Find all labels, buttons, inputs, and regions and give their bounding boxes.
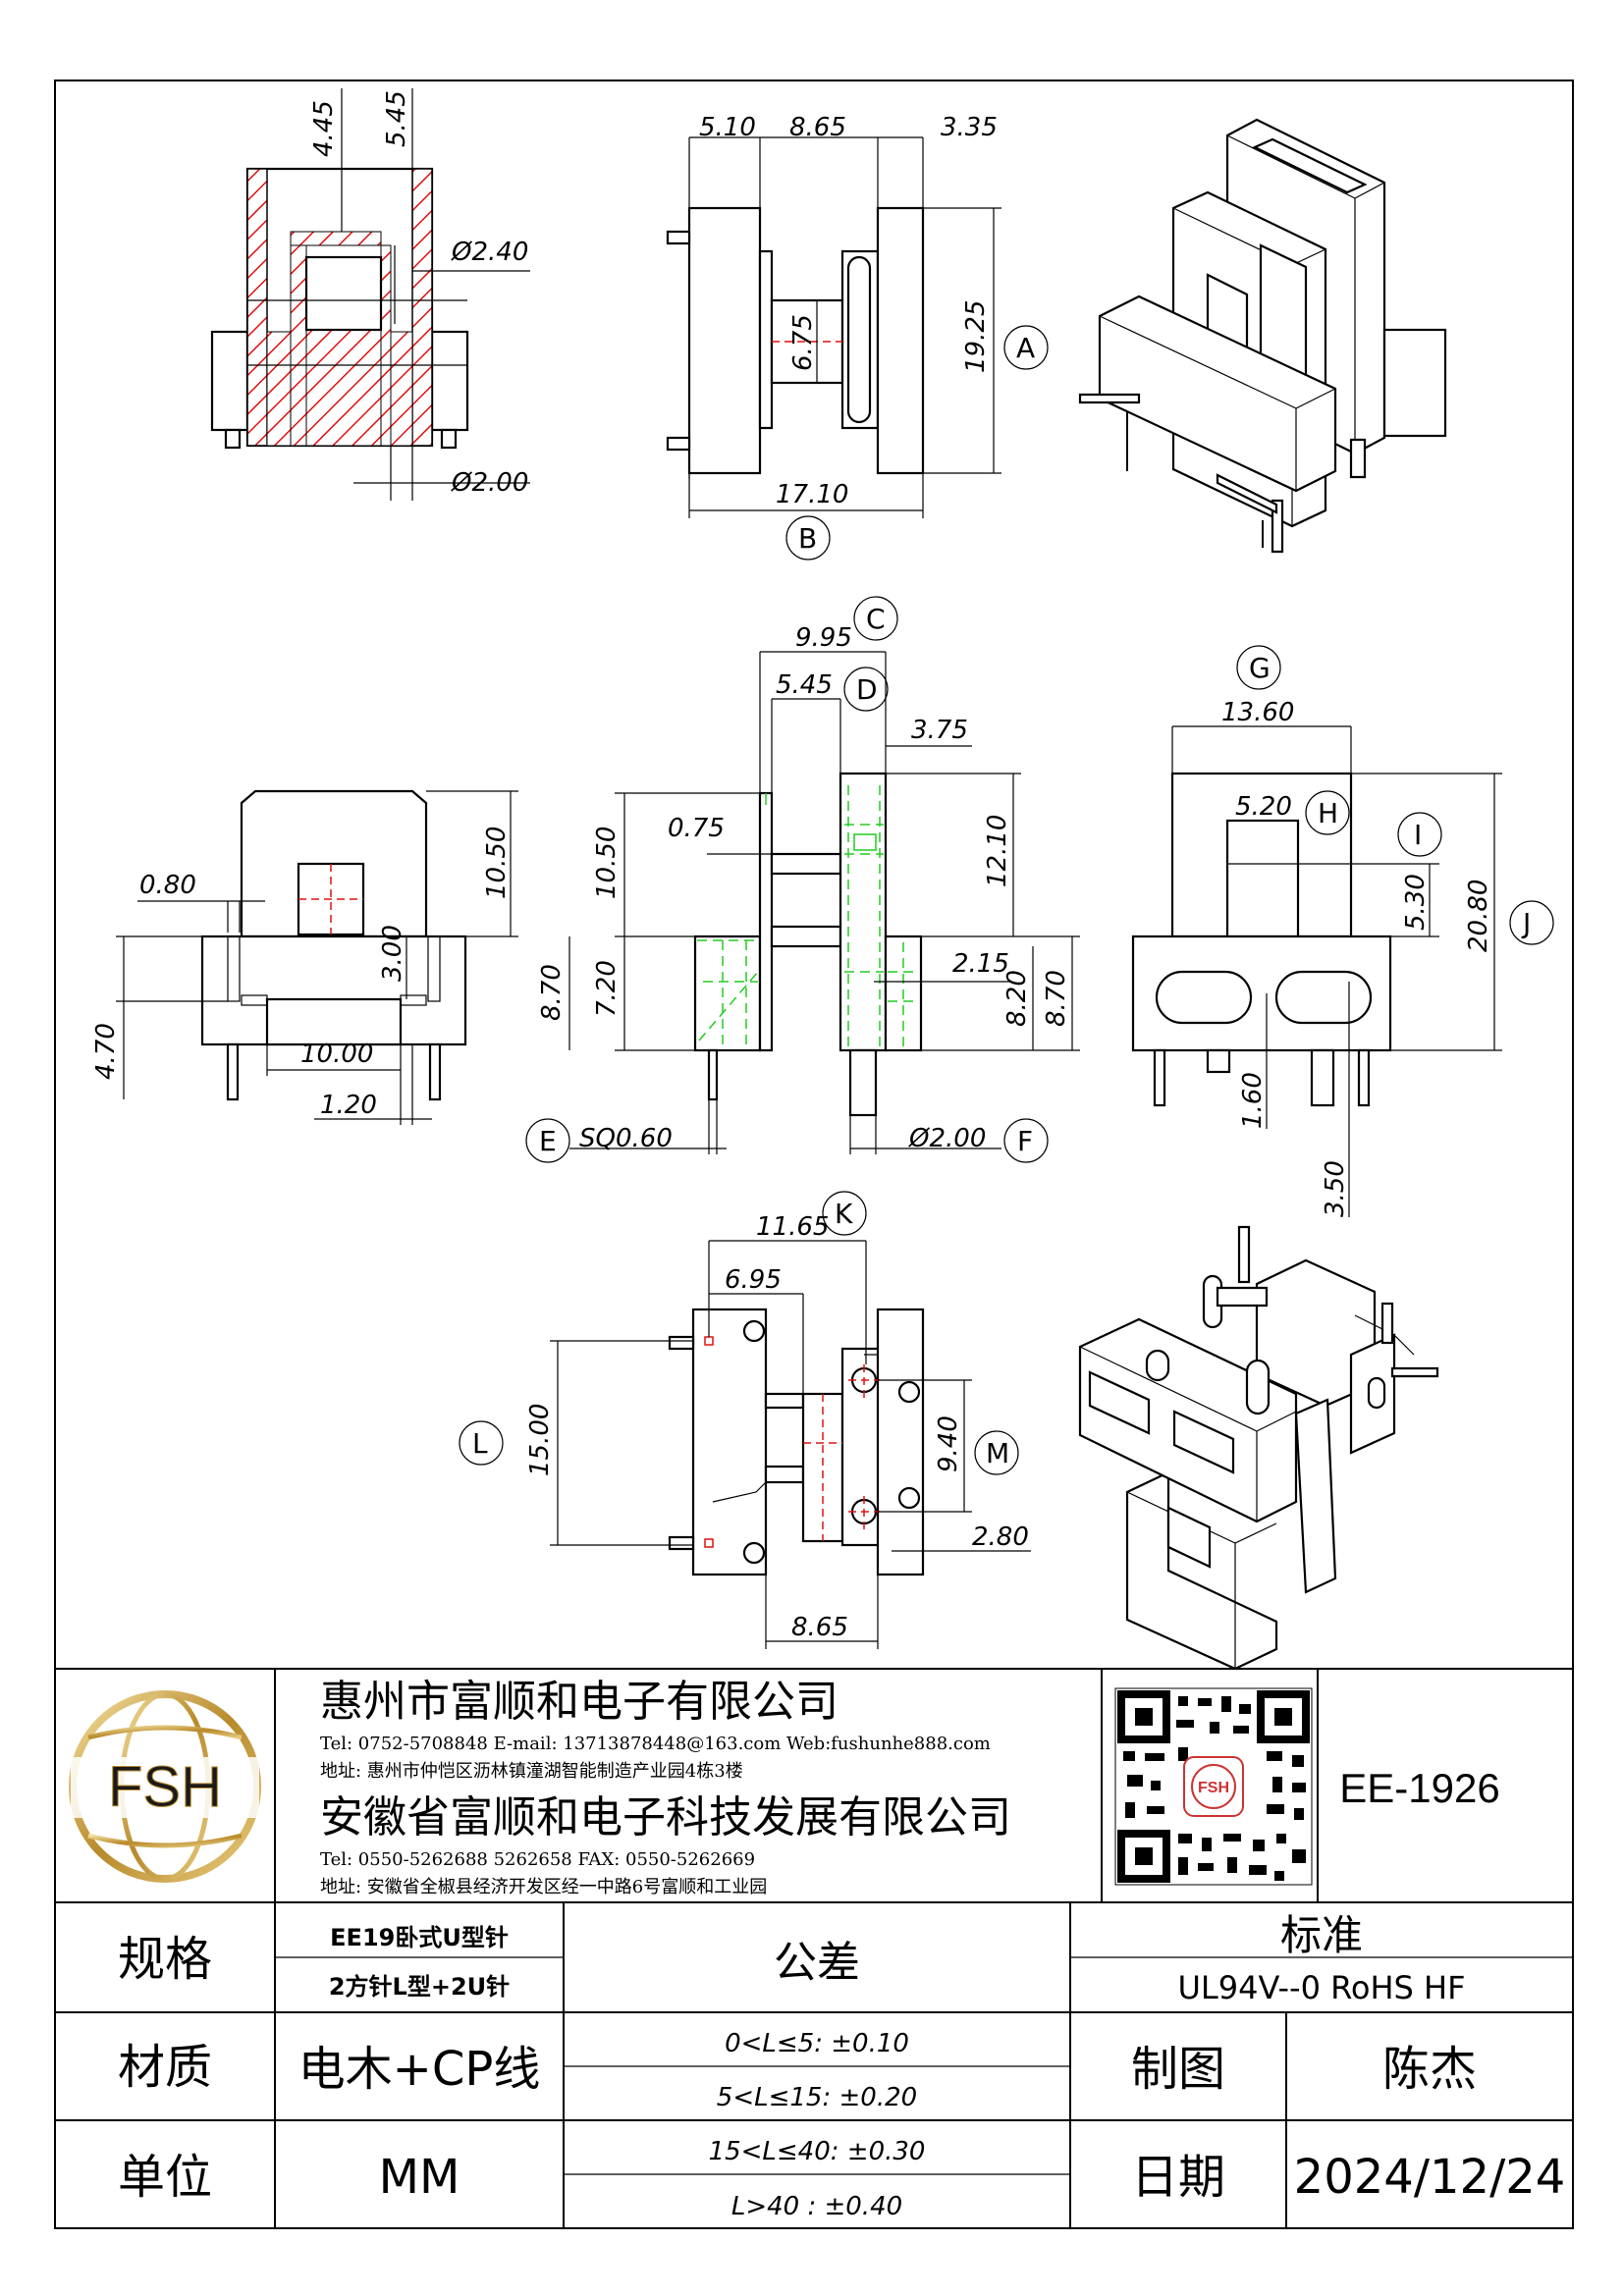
dim-label: 19.25 (961, 300, 991, 373)
dim-label: 2.80 (972, 1522, 1029, 1552)
dim-label: 6.75 (788, 314, 818, 371)
dim-label: 8.70 (1042, 970, 1071, 1027)
spec-value-line1: EE19卧式U型针 (330, 1924, 509, 1951)
callout-label: J (1521, 907, 1531, 939)
contact-line-1: Tel: 0752-5708848 E-mail: 13713878448@16… (320, 1734, 991, 1754)
tolerance-row-2: 5<L≤15: ±0.20 (717, 2083, 917, 2112)
tolerance-row-3: 15<L≤40: ±0.30 (709, 2137, 926, 2166)
dim-label: 3.75 (911, 716, 968, 745)
dim-label: 1.20 (320, 1091, 377, 1120)
unit-value: MM (379, 2150, 460, 2205)
material-label: 材质 (118, 2040, 212, 2095)
standard-label: 标准 (1280, 1911, 1363, 1959)
dim-label: 8.65 (789, 113, 846, 142)
spec-value-line2: 2方针L型+2U针 (329, 1973, 510, 2001)
qr-badge-text: FSH (1198, 1780, 1229, 1796)
dim-label: 12.10 (983, 815, 1012, 887)
dim-label: 10.00 (300, 1040, 373, 1069)
dim-label: 11.65 (756, 1212, 829, 1242)
dim-label: 9.95 (795, 623, 852, 653)
dim-label: 5.45 (382, 90, 411, 147)
callout-label: K (835, 1198, 853, 1230)
dim-label: 13.60 (1221, 698, 1294, 727)
callout-label: I (1414, 819, 1422, 851)
callout-label: F (1017, 1125, 1033, 1157)
tolerance-row-1: 0<L≤5: ±0.10 (725, 2029, 909, 2058)
company-name-2: 安徽省富顺和电子科技发展有限公司 (320, 1792, 1011, 1842)
address-line-1: 地址: 惠州市仲恺区沥林镇潼湖智能制造产业园4栋3楼 (320, 1761, 743, 1782)
dim-label: 4.70 (91, 1023, 121, 1080)
dim-label: 0.75 (668, 814, 725, 843)
dim-label: 3.35 (941, 113, 998, 142)
callout-label: H (1318, 797, 1338, 829)
dim-label: 20.80 (1464, 880, 1493, 952)
date-label: 日期 (1131, 2150, 1225, 2205)
dim-label: SQ0.60 (579, 1124, 673, 1153)
dim-label: Ø2.00 (451, 468, 528, 498)
dim-label: 5.30 (1401, 874, 1431, 931)
dim-label: 5.45 (776, 670, 833, 700)
callout-label: M (986, 1437, 1009, 1469)
title-block (55, 1668, 1573, 2228)
dim-label: 17.10 (776, 480, 848, 509)
part-number: EE-1926 (1339, 1765, 1499, 1811)
callout-label: G (1249, 652, 1271, 684)
dim-label: 3.00 (378, 925, 407, 982)
dim-label: 0.80 (139, 871, 196, 900)
logo-text: FSH (108, 1755, 222, 1819)
dim-label: 9.40 (934, 1415, 963, 1472)
dim-label: 8.20 (1002, 970, 1032, 1027)
dim-label: 10.50 (592, 827, 622, 899)
section-view (210, 88, 530, 501)
dim-label: 10.50 (482, 827, 512, 899)
tolerance-label: 公差 (774, 1938, 860, 1988)
front-view (116, 789, 518, 1125)
callout-label: C (866, 603, 886, 635)
sheet-border (54, 80, 1574, 2229)
dim-label: 6.95 (725, 1265, 782, 1295)
isometric-view-bottom (1078, 1225, 1439, 1671)
dim-label: 1.60 (1238, 1072, 1268, 1129)
callout-label: B (798, 522, 817, 555)
date-value: 2024/12/24 (1294, 2150, 1566, 2205)
dim-label: Ø2.40 (451, 238, 528, 267)
material-value: 电木+CP线 (298, 2042, 541, 2097)
side-view (666, 136, 1049, 561)
dim-label: 3.50 (1321, 1160, 1350, 1217)
side-hidden-view (525, 596, 1080, 1163)
dim-label: 2.15 (952, 949, 1009, 979)
dim-label: 15.00 (525, 1404, 555, 1476)
standard-value: UL94V--0 RoHS HF (1178, 1969, 1466, 2006)
company-name-1: 惠州市富顺和电子有限公司 (320, 1677, 839, 1727)
callout-label: E (539, 1125, 557, 1157)
drawn-value: 陈杰 (1382, 2042, 1477, 2097)
address-line-2: 地址: 安徽省全椒县经济开发区经一中路6号富顺和工业园 (320, 1877, 767, 1897)
isometric-view-top (1078, 118, 1447, 554)
bottom-view (459, 1191, 1031, 1649)
tolerance-row-4: L>40 : ±0.40 (731, 2192, 902, 2221)
callout-label: D (856, 673, 878, 706)
dim-label: 4.45 (309, 100, 339, 157)
unit-label: 单位 (118, 2150, 212, 2205)
contact-line-2: Tel: 0550-5262688 5262658 FAX: 0550-5262… (320, 1849, 755, 1870)
callout-label: A (1016, 332, 1035, 364)
dim-label: 5.10 (699, 113, 756, 142)
drawn-label: 制图 (1131, 2042, 1225, 2097)
callout-label: L (472, 1427, 488, 1460)
dim-label: Ø2.00 (908, 1124, 986, 1153)
dim-label: 7.20 (592, 960, 622, 1017)
spec-label: 规格 (118, 1932, 212, 1987)
dim-label: 5.20 (1235, 792, 1292, 822)
top-view (1131, 645, 1554, 1217)
dim-label: 8.70 (537, 964, 567, 1021)
dim-label: 8.65 (791, 1613, 848, 1642)
